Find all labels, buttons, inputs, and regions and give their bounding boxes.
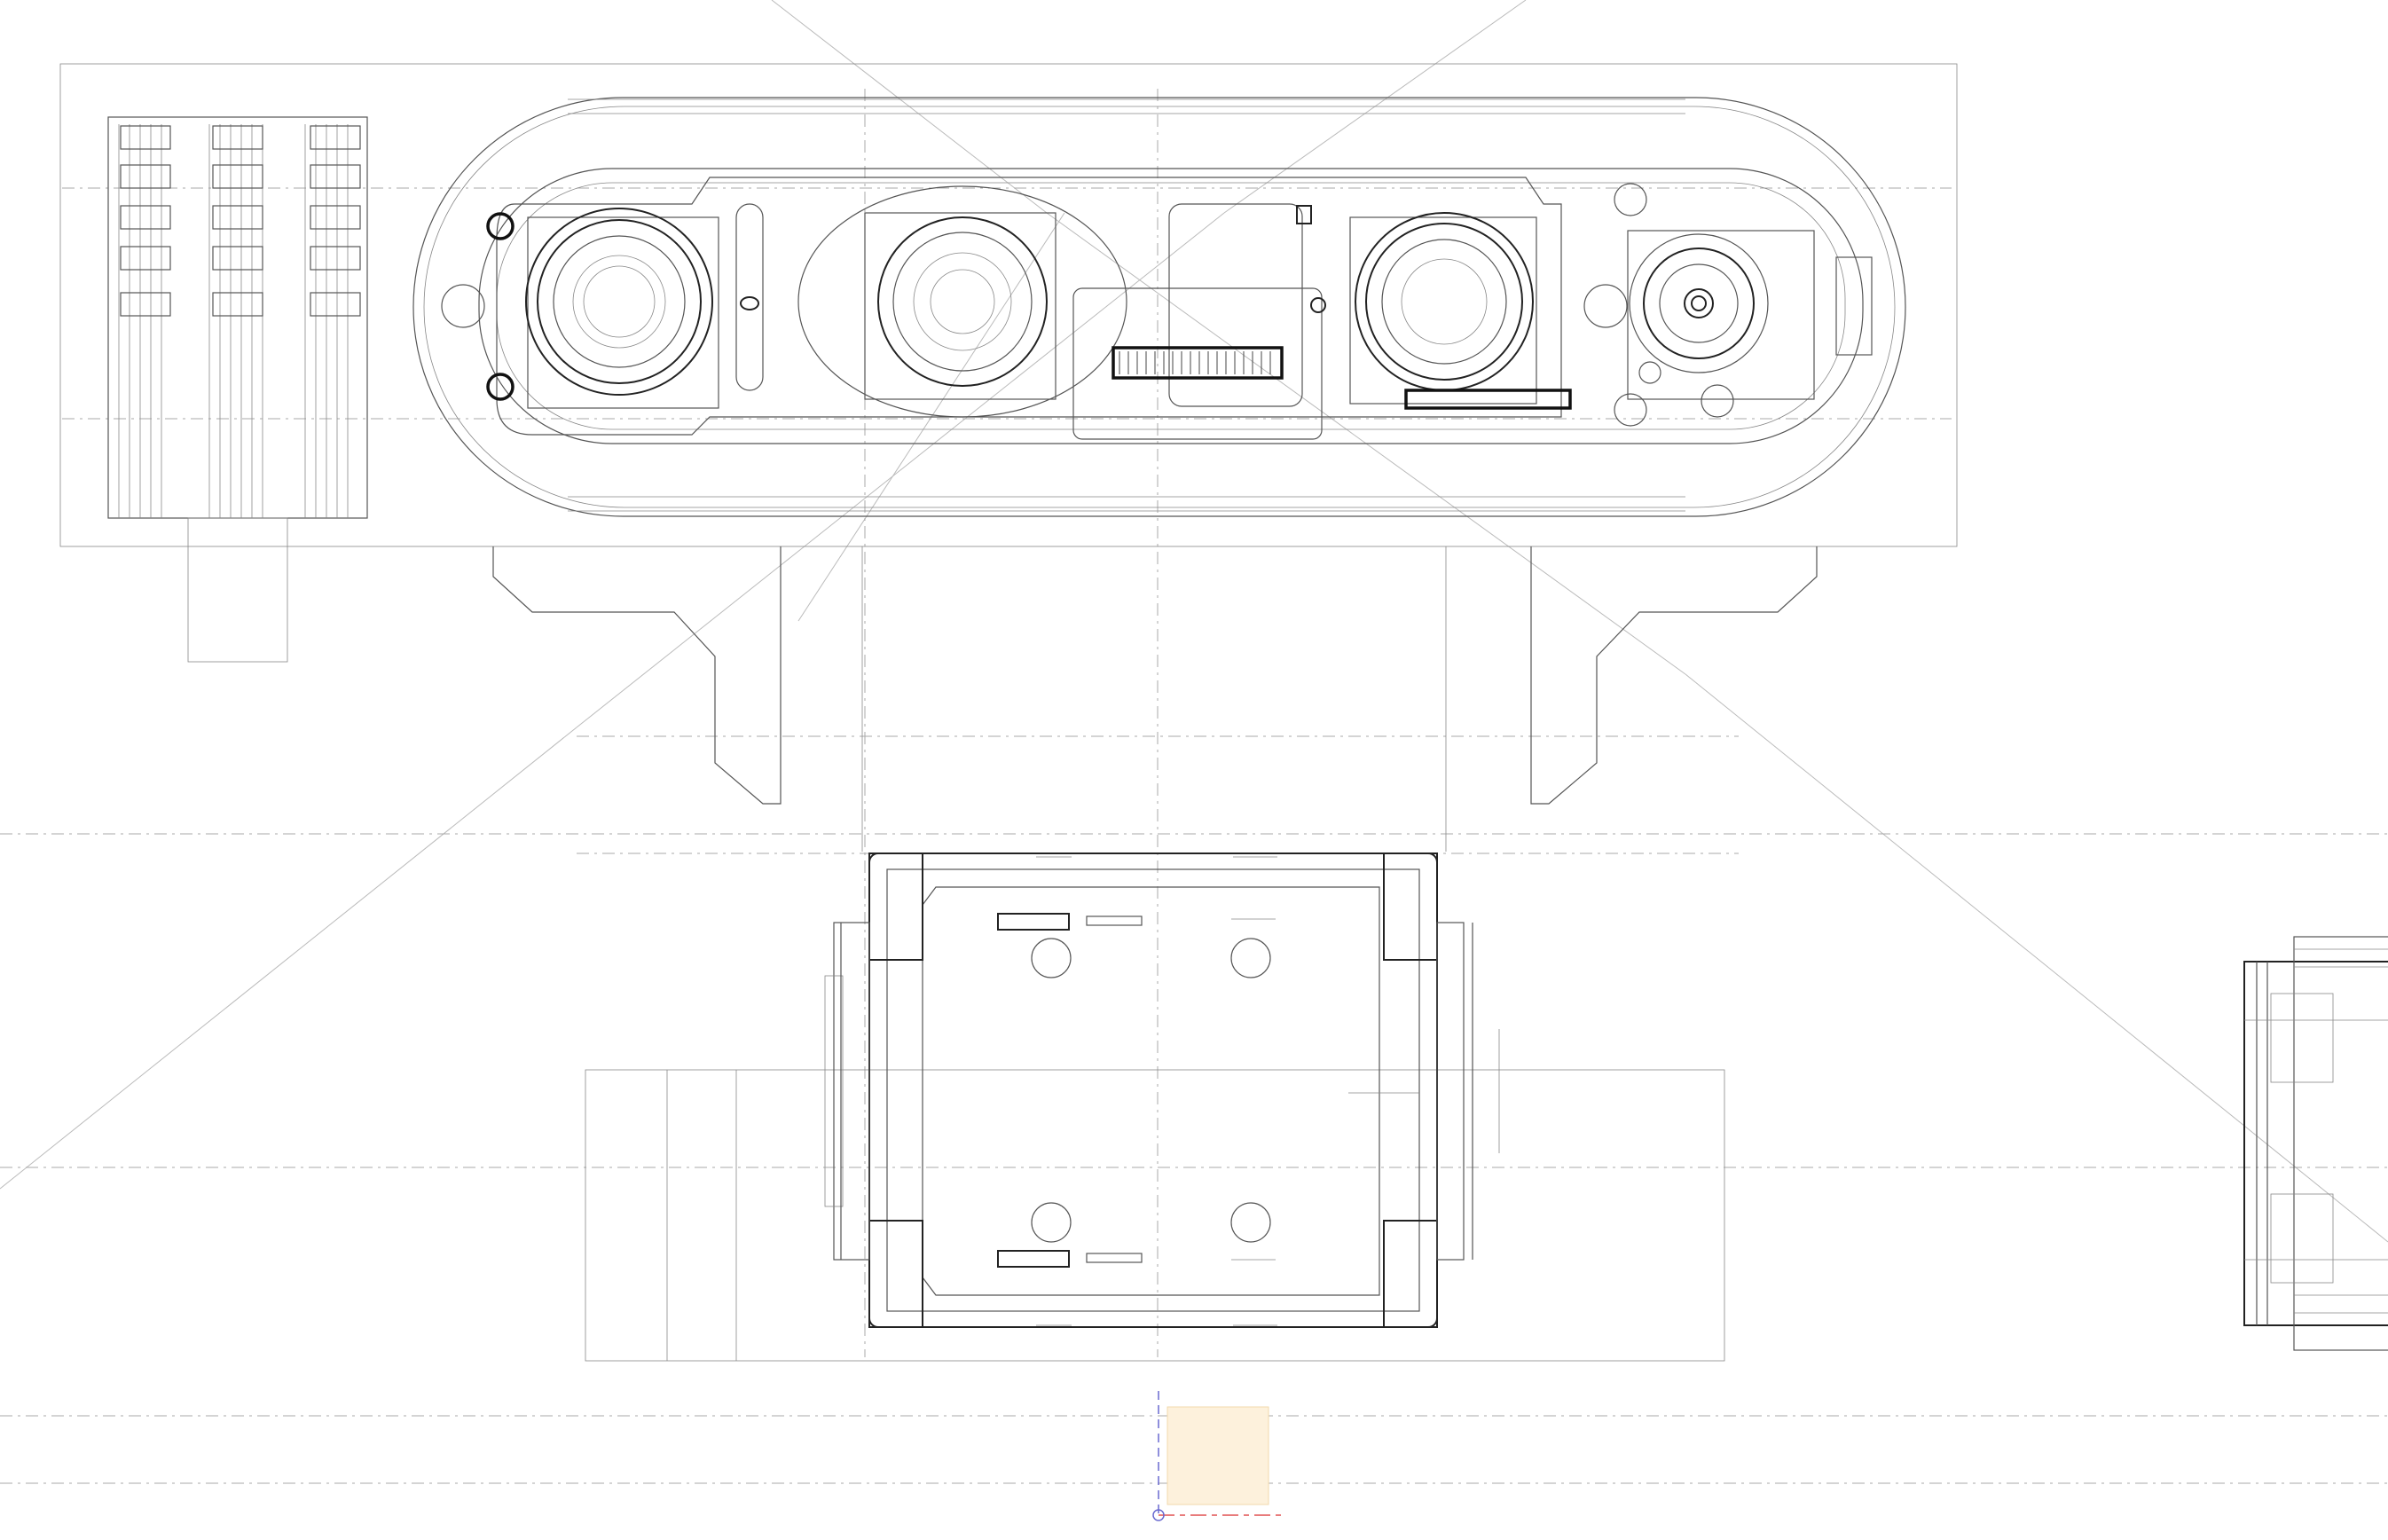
centerlines bbox=[0, 89, 2388, 1484]
lens-small[interactable] bbox=[1627, 230, 1873, 418]
bottom-comb-edge bbox=[568, 496, 1685, 512]
pin-grid-pads bbox=[120, 125, 361, 317]
lens-center[interactable] bbox=[797, 185, 1127, 418]
camera-module-side-view[interactable] bbox=[2243, 936, 2388, 1351]
corner-block-bottom-right bbox=[1383, 1220, 1438, 1328]
pin-grid-detail[interactable] bbox=[107, 116, 368, 663]
corner-block-top-right bbox=[1383, 852, 1438, 961]
construction-lines bbox=[0, 0, 2388, 1243]
mount-hole-top-left bbox=[486, 212, 515, 240]
origin-marker-icon[interactable] bbox=[1152, 1391, 1286, 1521]
corner-block-top-left bbox=[868, 852, 923, 961]
lens-right[interactable] bbox=[1349, 212, 1537, 405]
corner-block-bottom-left bbox=[868, 1220, 923, 1328]
board-connector[interactable] bbox=[1072, 203, 1326, 440]
top-comb-edge bbox=[568, 98, 1685, 114]
pin-grid-columns bbox=[118, 124, 349, 518]
selection-box[interactable] bbox=[1167, 1406, 1269, 1505]
stand-profile bbox=[492, 546, 1818, 852]
connector-pins bbox=[1119, 351, 1271, 374]
camera-module-top-view[interactable] bbox=[585, 852, 1725, 1362]
mount-hole-bottom-left bbox=[486, 373, 515, 401]
lens-left[interactable] bbox=[525, 208, 719, 409]
camera-module-front-view[interactable] bbox=[59, 63, 1958, 547]
